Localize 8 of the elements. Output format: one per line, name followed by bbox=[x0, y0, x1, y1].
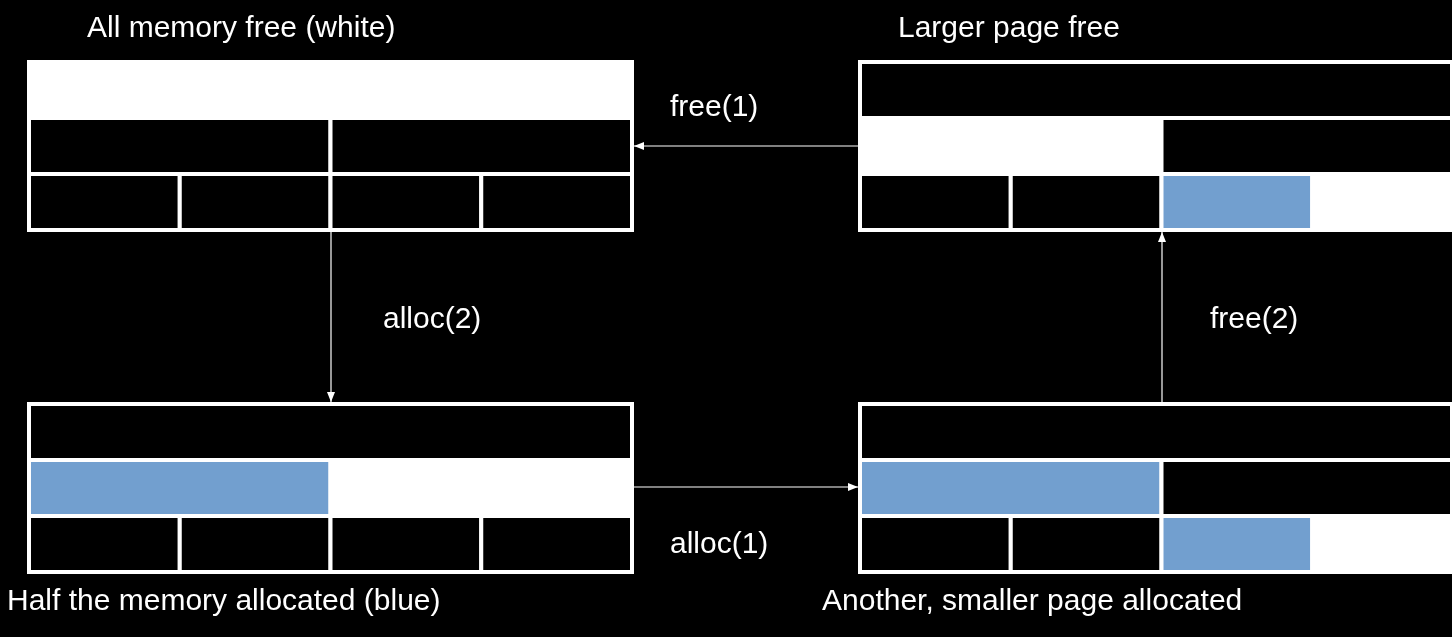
arrow bbox=[633, 483, 859, 491]
node-label: Larger page free bbox=[898, 9, 1120, 45]
arrow bbox=[327, 231, 335, 403]
node-label: Another, smaller page allocated bbox=[822, 582, 1243, 618]
node-label: All memory free (white) bbox=[87, 9, 396, 45]
arrow bbox=[1158, 231, 1166, 403]
node-label: Half the memory allocated (blue) bbox=[7, 582, 441, 618]
arrow bbox=[633, 142, 859, 150]
